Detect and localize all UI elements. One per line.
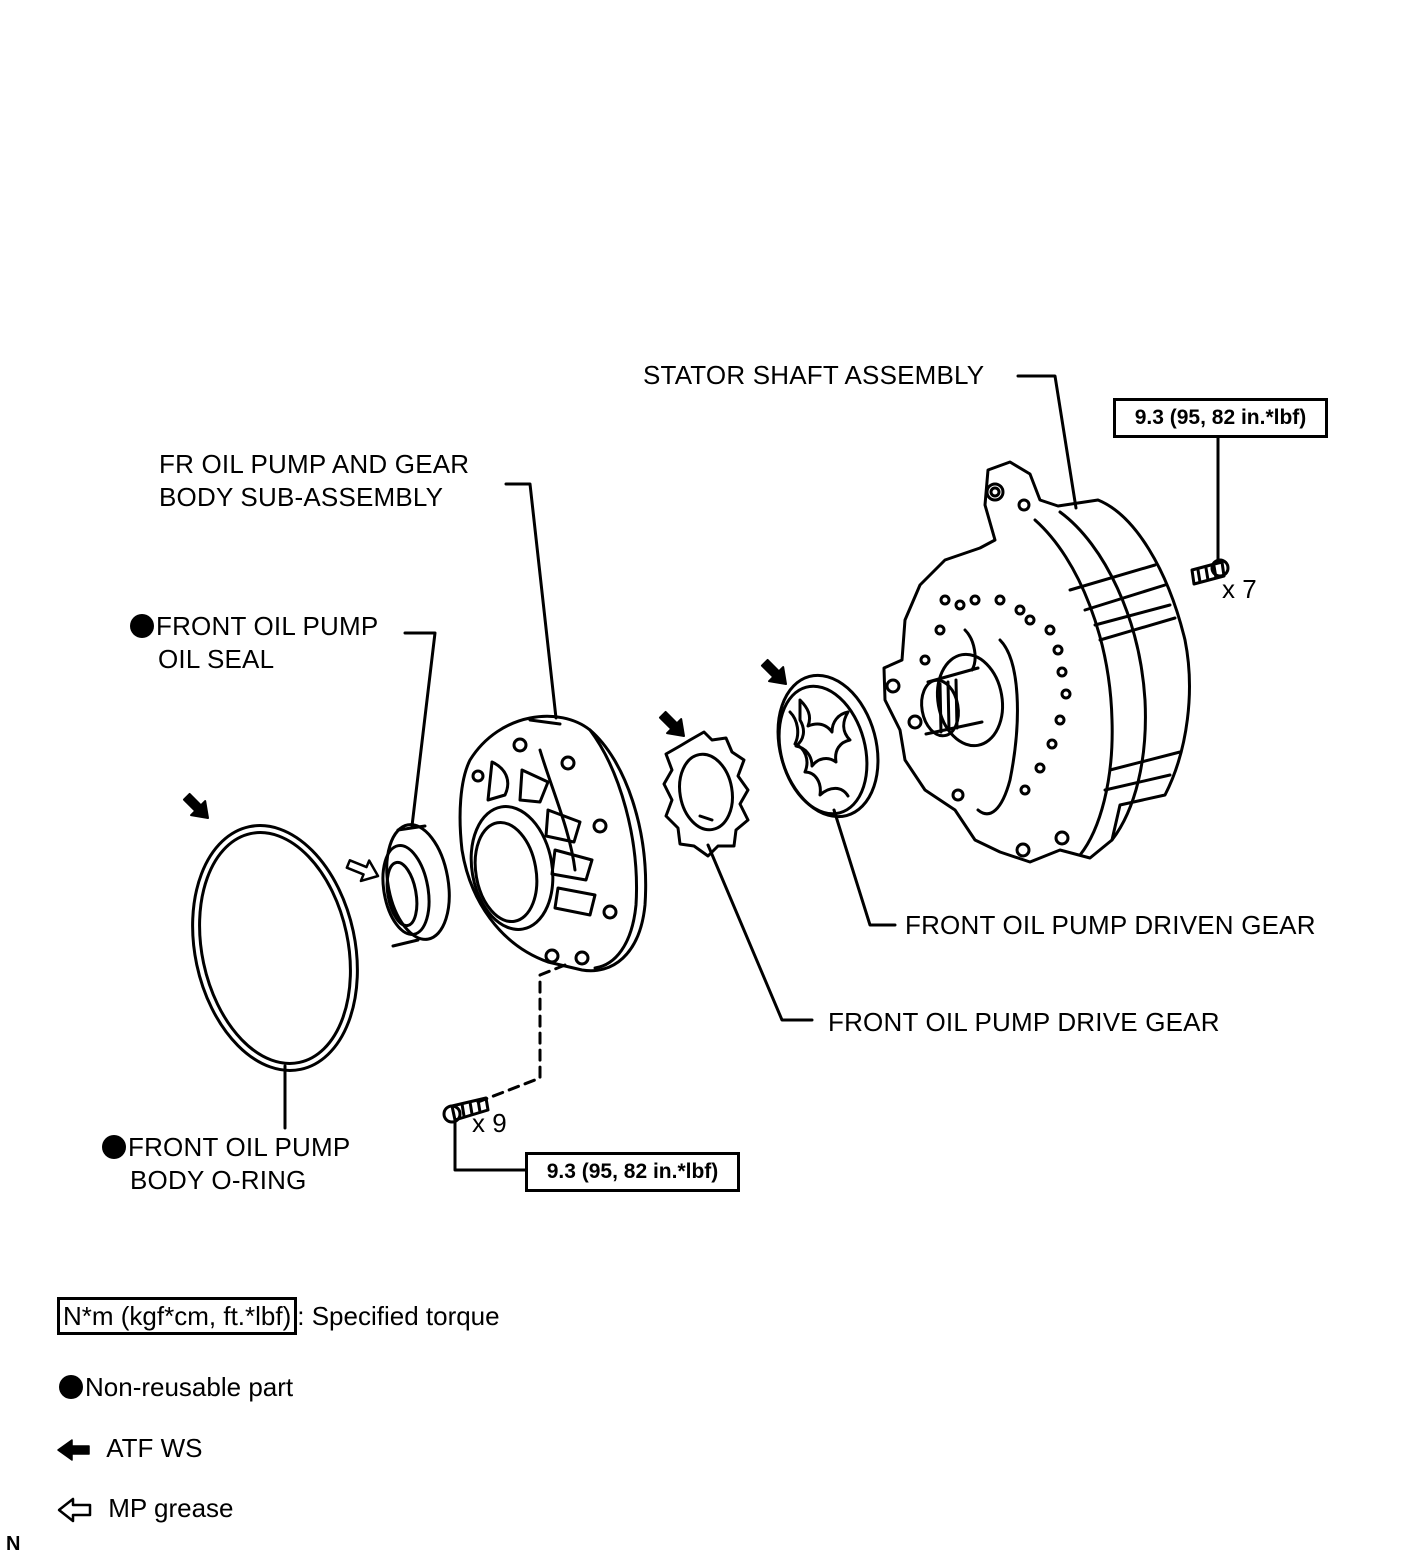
torque-box-stator-bolts: 9.3 (95, 82 in.*lbf)	[1113, 398, 1328, 438]
legend-torque: N*m (kgf*cm, ft.*lbf): Specified torque	[57, 1297, 500, 1335]
grease-arrow-icon	[57, 1497, 92, 1523]
legend-grease: MP grease	[57, 1490, 234, 1526]
qty-stator-bolts: x 7	[1222, 574, 1257, 604]
label-stator-shaft: STATOR SHAFT ASSEMBLY	[643, 360, 985, 390]
legend-torque-text: : Specified torque	[297, 1301, 500, 1331]
oil-seal-part	[381, 823, 451, 948]
pump-body-part	[458, 714, 648, 973]
label-fr-pump-body: FR OIL PUMP AND GEAR BODY SUB-ASSEMBLY	[159, 448, 469, 514]
drive-gear-part	[662, 730, 750, 858]
label-driven-gear: FRONT OIL PUMP DRIVEN GEAR	[905, 910, 1316, 940]
torque-box-body-bolts: 9.3 (95, 82 in.*lbf)	[525, 1152, 740, 1192]
leader-lines	[283, 374, 1220, 1172]
figure-code: N	[6, 1533, 21, 1555]
legend-non-reusable: Non-reusable part	[59, 1369, 293, 1405]
label-fr-pump-body-line1: FR OIL PUMP AND GEAR	[159, 449, 470, 479]
label-oil-seal-line1: FRONT OIL PUMP	[156, 611, 379, 641]
label-oil-seal: FRONT OIL PUMP OIL SEAL	[130, 610, 378, 676]
label-o-ring-line2: BODY O-RING	[130, 1165, 307, 1195]
label-o-ring-line1: FRONT OIL PUMP	[128, 1132, 351, 1162]
stator-shaft-part	[882, 460, 1191, 864]
atf-arrow-drive-gear	[658, 710, 685, 737]
legend-torque-box: N*m (kgf*cm, ft.*lbf)	[57, 1297, 298, 1335]
label-oil-seal-line2: OIL SEAL	[158, 644, 275, 674]
o-ring-part	[191, 824, 359, 1072]
non-reusable-dot-icon	[59, 1375, 83, 1399]
legend-atf-text: ATF WS	[106, 1433, 203, 1463]
grease-arrow-oil-seal	[345, 859, 380, 883]
driven-gear-part	[776, 673, 880, 819]
label-drive-gear: FRONT OIL PUMP DRIVE GEAR	[828, 1007, 1220, 1037]
atf-arrow-icon	[57, 1439, 90, 1461]
legend-grease-text: MP grease	[108, 1493, 234, 1523]
bolt-path-dashed	[476, 963, 567, 1104]
legend-atf: ATF WS	[57, 1430, 203, 1466]
label-o-ring: FRONT OIL PUMP BODY O-RING	[102, 1131, 350, 1197]
label-fr-pump-body-line2: BODY SUB-ASSEMBLY	[159, 482, 444, 512]
non-reusable-dot-icon	[130, 614, 154, 638]
stator-bolt-part	[1190, 558, 1230, 586]
non-reusable-dot-icon	[102, 1135, 126, 1159]
atf-arrow-driven-gear	[760, 658, 787, 685]
qty-body-bolts: x 9	[472, 1108, 507, 1138]
legend-non-reusable-text: Non-reusable part	[85, 1372, 294, 1402]
atf-arrow-o-ring	[182, 792, 209, 819]
